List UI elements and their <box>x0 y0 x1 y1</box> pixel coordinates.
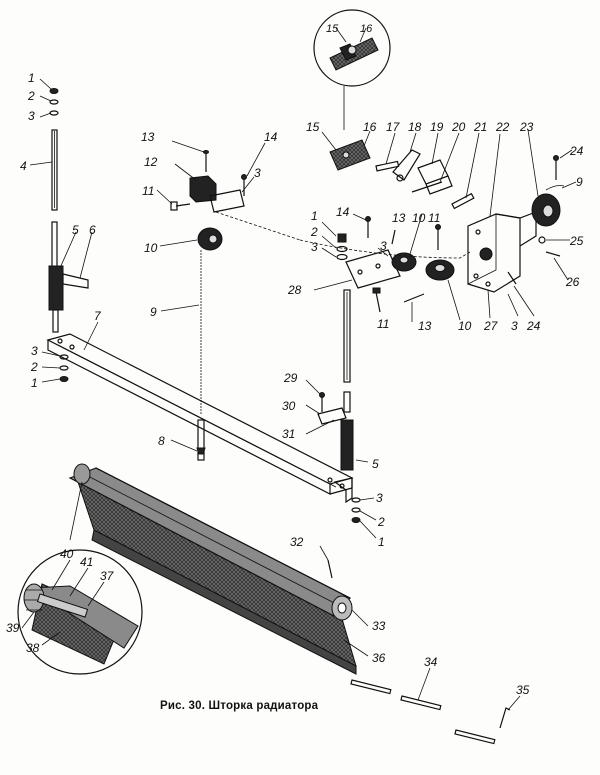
label-9: 9 <box>576 175 583 189</box>
label-15: 15 <box>326 23 339 35</box>
figure-caption: Рис. 30. Шторка радиатора <box>160 700 319 712</box>
label-16: 16 <box>360 23 373 35</box>
detail-zoom-top <box>313 9 391 130</box>
label-20: 20 <box>451 120 466 134</box>
label-3: 3 <box>254 166 261 180</box>
label-3: 3 <box>311 240 318 254</box>
label-11: 11 <box>142 184 154 198</box>
label-9: 9 <box>150 305 157 319</box>
label-21: 21 <box>473 120 487 134</box>
right-rod-assembly <box>305 289 377 539</box>
label-1: 1 <box>31 376 38 390</box>
label-1: 1 <box>28 71 35 85</box>
label-12: 12 <box>144 155 158 169</box>
label-17: 17 <box>386 120 401 134</box>
detail-zoom-bottom <box>17 549 143 675</box>
label-26: 26 <box>565 275 580 289</box>
label-34: 34 <box>424 655 438 669</box>
label-31: 31 <box>282 427 295 441</box>
label-23: 23 <box>519 120 534 134</box>
label-7: 7 <box>94 309 102 323</box>
bottom-rods <box>350 667 521 745</box>
label-25: 25 <box>569 234 584 248</box>
label-2: 2 <box>310 225 318 239</box>
label-10: 10 <box>144 241 158 255</box>
label-3: 3 <box>31 344 38 358</box>
label-3: 3 <box>28 109 35 123</box>
label-18: 18 <box>408 120 422 134</box>
label-11: 11 <box>428 211 440 225</box>
shutter-roller <box>68 463 369 675</box>
label-28: 28 <box>287 283 302 297</box>
label-13: 13 <box>418 319 432 333</box>
label-5: 5 <box>372 457 379 471</box>
label-22: 22 <box>495 120 510 134</box>
label-24: 24 <box>526 319 541 333</box>
label-2: 2 <box>27 89 35 103</box>
label-1: 1 <box>311 209 318 223</box>
label-3: 3 <box>511 319 518 333</box>
label-32: 32 <box>290 535 304 549</box>
label-14: 14 <box>336 205 350 219</box>
label-29: 29 <box>283 371 298 385</box>
label-10: 10 <box>458 319 472 333</box>
label-6: 6 <box>89 223 96 237</box>
label-3: 3 <box>380 239 387 253</box>
label-41: 41 <box>80 555 93 569</box>
label-33: 33 <box>372 619 386 633</box>
label-14: 14 <box>264 130 278 144</box>
label-13: 13 <box>392 211 406 225</box>
label-30: 30 <box>282 399 296 413</box>
label-16: 16 <box>363 120 377 134</box>
label-3: 3 <box>376 491 383 505</box>
part-labels: 1 2 3 4 5 6 3 2 1 7 13 14 12 3 11 10 9 8… <box>6 23 584 697</box>
label-15: 15 <box>306 120 320 134</box>
label-13: 13 <box>141 130 155 144</box>
right-housing-assembly <box>467 129 577 319</box>
label-35: 35 <box>516 683 530 697</box>
label-2: 2 <box>377 515 385 529</box>
label-8: 8 <box>158 434 165 448</box>
label-40: 40 <box>60 547 74 561</box>
label-36: 36 <box>372 651 386 665</box>
upper-right-parts <box>321 130 480 210</box>
mid-right-plate-assembly <box>299 213 471 322</box>
label-27: 27 <box>483 319 499 333</box>
label-39: 39 <box>6 621 20 635</box>
label-11: 11 <box>377 317 389 331</box>
label-10: 10 <box>412 211 426 225</box>
label-4: 4 <box>20 159 27 173</box>
label-19: 19 <box>430 120 444 134</box>
left-rod-assembly <box>29 78 93 383</box>
label-38: 38 <box>26 641 40 655</box>
label-37: 37 <box>100 569 115 583</box>
label-24: 24 <box>569 144 584 158</box>
label-2: 2 <box>30 360 38 374</box>
center-bracket-assembly <box>156 140 301 251</box>
shutter-bar <box>46 250 354 504</box>
label-5: 5 <box>72 223 79 237</box>
label-1: 1 <box>378 535 385 549</box>
